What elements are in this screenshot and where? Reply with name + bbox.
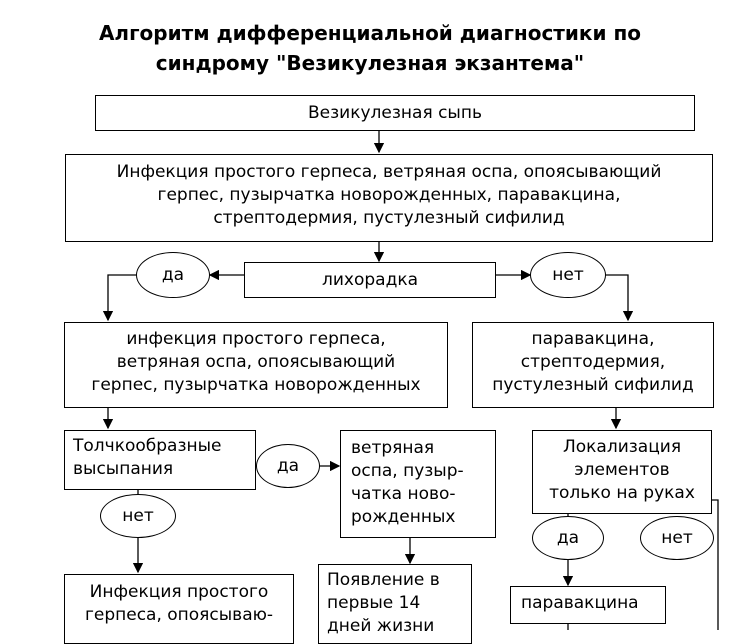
- decision-fever-no-label: нет: [552, 265, 584, 285]
- arrow-yes-to-group: [102, 274, 138, 322]
- arrow-hands-to-no: [710, 499, 719, 630]
- node-chickenpox-line-1: ветряная: [351, 438, 435, 458]
- node-chickenpox-line-3: чатка ново-: [351, 484, 456, 504]
- node-jerky-rash-line-2: высыпания: [73, 459, 174, 479]
- node-hands-only-line-2: элементов: [574, 460, 670, 480]
- node-chickenpox-line-4: рожденных: [351, 507, 456, 527]
- decision-fever-no: нет: [530, 252, 606, 298]
- node-group-no-line-2: стрептодермия,: [520, 352, 666, 372]
- node-hands-only-line-1: Локализация: [562, 437, 682, 457]
- node-chickenpox-line-2: оспа, пузыр-: [351, 461, 464, 481]
- node-herpes-zoster-line-2: герпеса, опоясываю-: [84, 605, 274, 625]
- connector-lines: [102, 130, 719, 630]
- node-herpes-zoster-line-1: Инфекция простого: [89, 582, 269, 602]
- arrow-no-to-group: [605, 274, 634, 322]
- node-chickenpox-pemphigus: ветряная оспа, пузыр- чатка ново- рожден…: [340, 430, 496, 538]
- node-first-14-days-line-1: Появление в: [327, 570, 440, 590]
- title-line-1: Алгоритм дифференциальной диагностики по: [98, 21, 642, 45]
- decision-hands-no: нет: [640, 516, 714, 560]
- node-paravaccinia: паравакцина: [510, 586, 666, 624]
- node-paravaccinia-label: паравакцина: [521, 593, 639, 613]
- node-infections-all-line-2: герпес, пузырчатка новорожденных, парава…: [157, 185, 621, 205]
- node-first-14-days-line-3: дней жизни: [327, 616, 435, 636]
- decision-fever-yes: да: [136, 252, 210, 298]
- decision-hands-yes: да: [532, 516, 604, 560]
- node-group-yes-line-3: герпес, пузырчатка новорожденных: [91, 375, 421, 395]
- node-jerky-rash: Толчкообразные высыпания: [64, 430, 256, 490]
- node-fever: лихорадка: [244, 262, 496, 298]
- decision-jerky-no: нет: [100, 494, 176, 538]
- node-group-no-line-1: паравакцина,: [531, 329, 655, 349]
- decision-jerky-no-label: нет: [122, 506, 154, 526]
- node-vesicular-rash: Везикулезная сыпь: [95, 95, 695, 131]
- node-infections-all-line-1: Инфекция простого герпеса, ветряная оспа…: [116, 162, 662, 182]
- node-group-yes-line-2: ветряная оспа, опоясывающий: [116, 352, 396, 372]
- node-fever-label: лихорадка: [321, 270, 419, 290]
- decision-jerky-yes: да: [256, 444, 320, 488]
- node-group-no-line-3: пустулезный сифилид: [492, 375, 694, 395]
- node-first-14-days: Появление в первые 14 дней жизни: [318, 564, 472, 644]
- decision-hands-no-label: нет: [661, 528, 693, 548]
- decision-hands-yes-label: да: [556, 528, 580, 548]
- node-infections-all: Инфекция простого герпеса, ветряная оспа…: [65, 154, 713, 242]
- node-hands-only-line-3: только на руках: [549, 483, 695, 503]
- node-vesicular-rash-label: Везикулезная сыпь: [308, 103, 482, 123]
- node-group-yes-line-1: инфекция простого герпеса,: [126, 329, 386, 349]
- node-herpes-zoster: Инфекция простого герпеса, опоясываю-: [64, 574, 294, 644]
- node-infections-all-line-3: стрептодермия, пустулезный сифилид: [213, 208, 565, 228]
- diagram-title: Алгоритм дифференциальной диагностики по…: [60, 18, 680, 78]
- decision-jerky-yes-label: да: [276, 456, 300, 476]
- decision-fever-yes-label: да: [161, 265, 185, 285]
- node-first-14-days-line-2: первые 14: [327, 593, 421, 613]
- node-group-no: паравакцина, стрептодермия, пустулезный …: [472, 322, 714, 408]
- title-line-2: синдрому "Везикулезная экзантема": [155, 51, 585, 75]
- node-group-yes: инфекция простого герпеса, ветряная оспа…: [64, 322, 448, 408]
- node-hands-only: Локализация элементов только на руках: [532, 430, 712, 514]
- node-jerky-rash-line-1: Толчкообразные: [73, 436, 222, 456]
